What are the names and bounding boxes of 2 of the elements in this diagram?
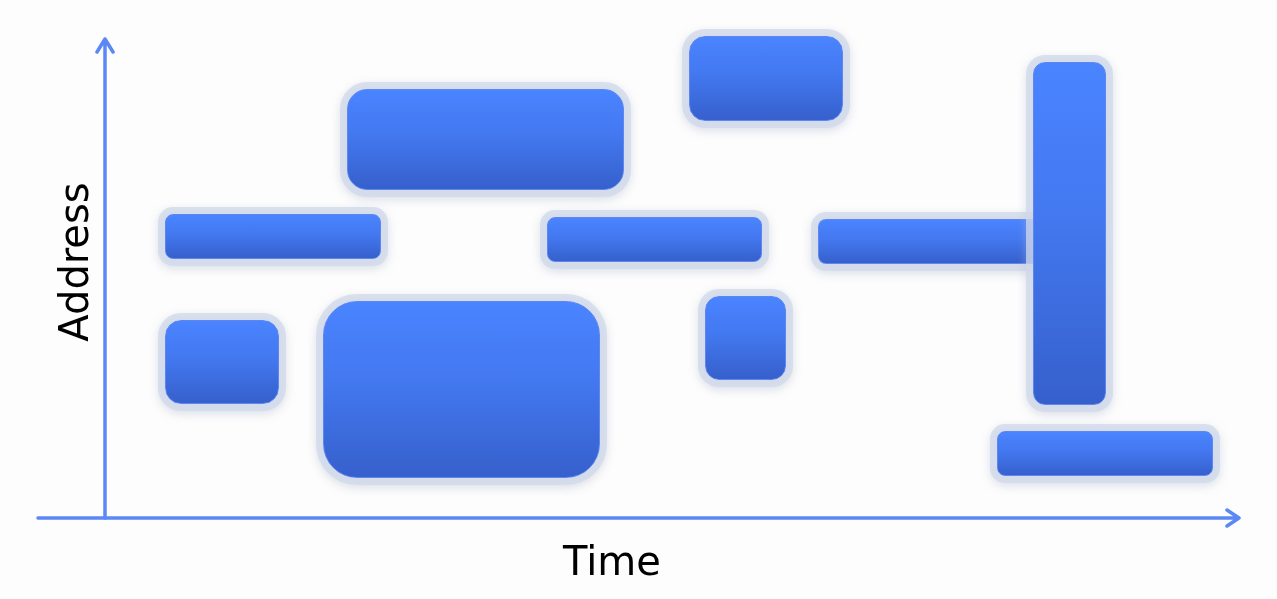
- axis-label: Address: [53, 182, 94, 342]
- axis-label: Time: [563, 541, 661, 581]
